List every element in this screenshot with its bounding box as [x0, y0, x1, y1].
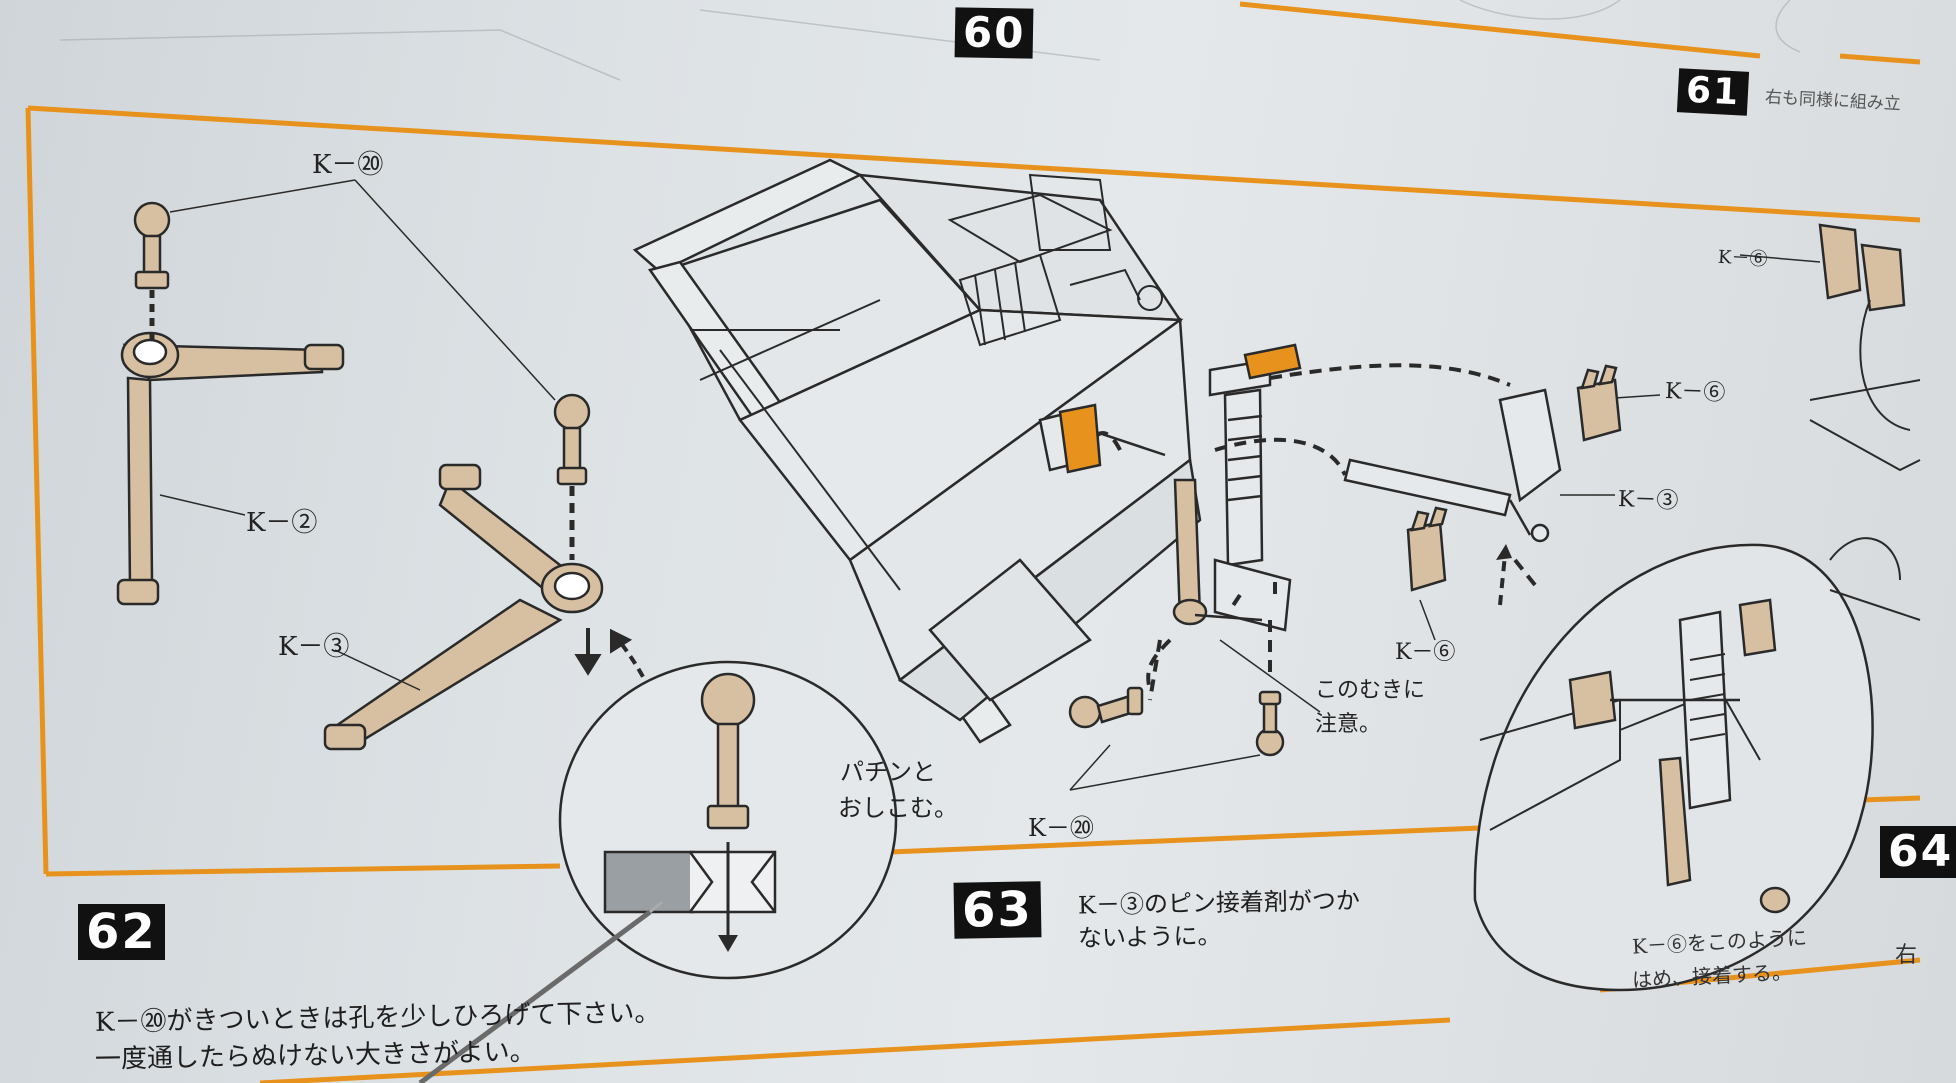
- suspension-dashed-lines: [1093, 363, 1537, 701]
- step-number-60: 60: [954, 7, 1034, 59]
- chassis-details: [690, 173, 1163, 591]
- label-k3-right: K－③: [1617, 486, 1679, 515]
- clip-k6-orange: [1058, 343, 1302, 474]
- step-62-note-line2: 一度通したらぬけない大きさがよい。: [94, 1037, 536, 1075]
- step-number-64: 64: [1880, 826, 1956, 878]
- label-k20-top: K－⑳: [312, 150, 384, 180]
- step-63-note-line2: ないように。: [1077, 921, 1222, 953]
- label-k6-far: K－⑥: [1717, 246, 1768, 271]
- detail-circle-right: [1473, 543, 1874, 992]
- label-pachin-line1: パチンと: [840, 758, 936, 786]
- far-right-art: [1809, 299, 1921, 621]
- detail-circle: [558, 660, 898, 980]
- step-number-62: 62: [78, 904, 165, 960]
- label-k20-bottom: K－⑳: [1028, 814, 1094, 842]
- step-63-note-line1: K－③のピン接着剤がつか: [1077, 886, 1361, 920]
- clip-k6-loose: [1406, 223, 1906, 592]
- right-edge-note: 右: [1895, 943, 1918, 968]
- pin-k20-lower: [1068, 686, 1285, 757]
- label-pachin-line2: おしこむ。: [838, 794, 958, 822]
- arm-k2: [116, 331, 345, 606]
- leader-lines: [159, 179, 1821, 816]
- pin-k20-middle: [553, 393, 591, 486]
- assembly-arrows: [574, 628, 652, 691]
- label-k6-right: K－⑥: [1664, 378, 1726, 407]
- label-k3-left: K－③: [278, 632, 350, 662]
- label-kono-line2: 注意。: [1315, 712, 1382, 737]
- orange-panel-border: [25, 1, 1921, 1083]
- step-number-63: 63: [953, 881, 1042, 939]
- arm-k3: [323, 463, 604, 751]
- chassis-drawing: [632, 158, 1202, 744]
- step-number-61: 61: [1676, 68, 1750, 116]
- pin-k20-top: [133, 201, 171, 290]
- label-k2: K－②: [246, 508, 318, 538]
- label-k6-center: K－⑥: [1395, 640, 1456, 665]
- pencil-tip: [418, 900, 663, 1083]
- background-faint-art: [59, 0, 1801, 81]
- label-kono-line1: このむきに: [1315, 678, 1426, 703]
